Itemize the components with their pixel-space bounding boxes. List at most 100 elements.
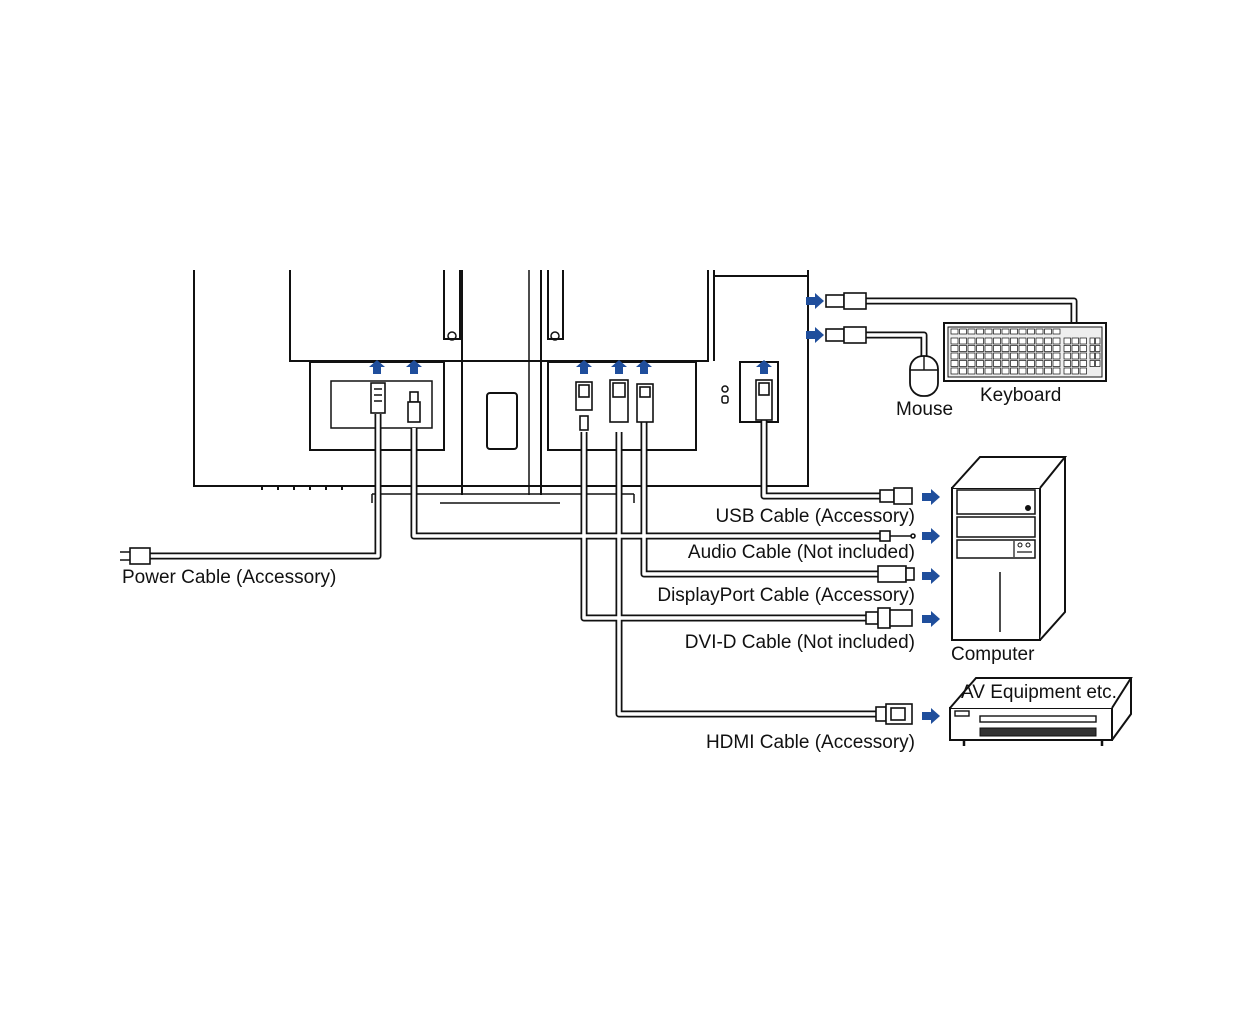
keyboard-key [1010, 367, 1018, 375]
keyboard-key [1018, 345, 1027, 352]
keyboard-key [1035, 328, 1044, 335]
av-device-icon [949, 677, 1133, 746]
power-plug-icon [120, 547, 151, 565]
keyboard-key [1044, 360, 1052, 367]
keyboard-key [1052, 337, 1061, 345]
keyboard-key [1089, 360, 1095, 367]
keyboard-label: Keyboard [980, 385, 1062, 406]
keyboard-key [1095, 345, 1101, 352]
usb-plug-icon [879, 487, 913, 505]
keyboard-key [976, 360, 984, 367]
keyboard-key [976, 352, 984, 360]
keyboard-key [1071, 360, 1079, 367]
keyboard-key [1018, 360, 1027, 367]
keyboard-key [1079, 337, 1087, 345]
keyboard-key [1052, 367, 1061, 375]
keyboard-key [967, 360, 976, 367]
keyboard-key [1001, 328, 1010, 335]
keyboard-key [1079, 345, 1087, 352]
keyboard-key [967, 337, 976, 345]
keyboard-key [1027, 337, 1035, 345]
keyboard-key [967, 367, 976, 375]
keyboard-key [967, 328, 976, 335]
keyboard-key [959, 367, 967, 375]
audio-plug-icon [407, 391, 421, 423]
keyboard-key [1063, 337, 1071, 345]
keyboard-key [1010, 360, 1018, 367]
keyboard-key [1001, 367, 1010, 375]
keyboard-key [1018, 328, 1027, 335]
keyboard-key [993, 345, 1001, 352]
keyboard-key [984, 367, 993, 375]
keyboard-key [1044, 352, 1052, 360]
keyboard-key [993, 337, 1001, 345]
mouse-icon [909, 355, 939, 397]
keyboard-key [984, 345, 993, 352]
keyboard-key [959, 337, 967, 345]
audio-cable-label: Audio Cable (Not included) [687, 542, 915, 563]
keyboard-key [1044, 345, 1052, 352]
power-cable-label: Power Cable (Accessory) [122, 567, 337, 588]
keyboard-key [1095, 337, 1101, 345]
keyboard-key [1035, 345, 1044, 352]
keyboard-key [1010, 345, 1018, 352]
keyboard-key [1001, 352, 1010, 360]
keyboard-key [984, 337, 993, 345]
keyboard-key [1035, 337, 1044, 345]
dvi-cable-label: DVI-D Cable (Not included) [684, 632, 915, 653]
keyboard-key [976, 367, 984, 375]
keyboard-key [950, 352, 959, 360]
keyboard-key [1044, 328, 1052, 335]
computer-label: Computer [951, 644, 1035, 665]
keyboard-key [950, 345, 959, 352]
dvi-plug-icon [575, 381, 593, 431]
keyboard-key [1027, 352, 1035, 360]
keyboard-key [976, 328, 984, 335]
hdmi-cable-label: HDMI Cable (Accessory) [705, 732, 915, 753]
keyboard-key [1044, 367, 1052, 375]
keyboard-key [959, 360, 967, 367]
keyboard-key [1052, 352, 1061, 360]
keyboard-key [1001, 337, 1010, 345]
keyboard-key [950, 367, 959, 375]
keyboard-key [1063, 345, 1071, 352]
power-plug-icon [370, 382, 386, 414]
keyboard-key [984, 360, 993, 367]
mouse-label: Mouse [896, 399, 954, 420]
keyboard-key [993, 328, 1001, 335]
keyboard-key [1018, 337, 1027, 345]
keyboard-key [1027, 328, 1035, 335]
keyboard-key [993, 367, 1001, 375]
keyboard-key [984, 328, 993, 335]
keyboard-key [1071, 367, 1079, 375]
dvi-plug-icon [865, 607, 913, 629]
keyboard-key [1089, 345, 1095, 352]
displayport-plug-icon [636, 383, 654, 423]
keyboard-key [1001, 345, 1010, 352]
keyboard-key [1018, 367, 1027, 375]
keyboard-key [1044, 337, 1052, 345]
keyboard-icon [943, 322, 1107, 382]
keyboard-key [1079, 360, 1087, 367]
av-equipment-label: AV Equipment etc. [961, 682, 1117, 703]
keyboard-key [967, 352, 976, 360]
keyboard-key [1095, 352, 1101, 360]
keyboard-key [1027, 345, 1035, 352]
keyboard-key [950, 360, 959, 367]
displayport-cable-label: DisplayPort Cable (Accessory) [657, 585, 915, 606]
keyboard-key [950, 337, 959, 345]
keyboard-key [1063, 360, 1071, 367]
keyboard-key [1010, 337, 1018, 345]
keyboard-key [1035, 367, 1044, 375]
hdmi-plug-icon [609, 379, 629, 423]
keyboard-key [1079, 367, 1087, 375]
usb-plug-icon [755, 379, 773, 421]
hdmi-plug-icon [875, 703, 913, 725]
keyboard-key [1063, 352, 1071, 360]
keyboard-key [1063, 367, 1071, 375]
keyboard-key [993, 352, 1001, 360]
keyboard-key [984, 352, 993, 360]
keyboard-key [1035, 360, 1044, 367]
